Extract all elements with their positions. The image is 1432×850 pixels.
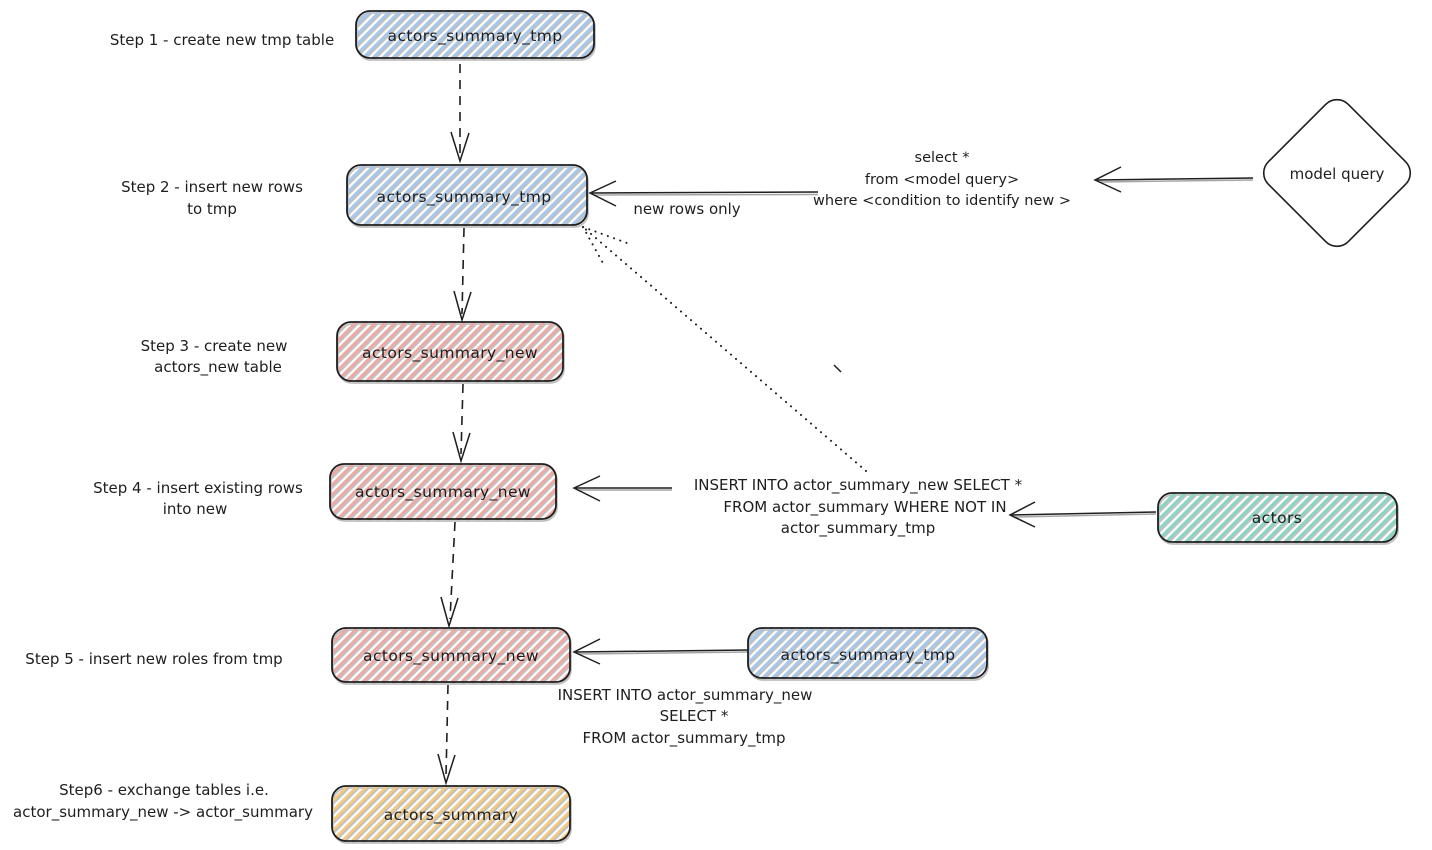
node-tmp-source[interactable]: [747, 627, 988, 679]
arrow-sql-to-step4: [572, 475, 672, 502]
node-actors-label: actors: [1252, 509, 1302, 527]
step4-group: Step 4 - insert existing rows into new a…: [93, 463, 557, 520]
arrow-new-rows-to-step2: [588, 180, 819, 207]
model-query-sql-line1: select *: [915, 150, 970, 166]
step2-label-line2: to tmp: [187, 200, 237, 218]
step5-label: Step 5 - insert new roles from tmp: [25, 650, 282, 668]
model-query-sql-line3: where <condition to identify new >: [813, 193, 1071, 209]
step1-group: Step 1 - create new tmp table actors_sum…: [110, 10, 595, 59]
dotted-arrow-sql-to-step2: [582, 226, 867, 472]
arrow-actors-to-sql: [1008, 501, 1157, 528]
node-step2-label: actors_summary_tmp: [377, 188, 552, 207]
model-query-group: model query: [1257, 93, 1417, 253]
step6-label-line2: actor_summary_new -> actor_summary: [13, 803, 313, 822]
node-step4-label: actors_summary_new: [355, 483, 531, 502]
model-query-sql-line2: from <model query>: [865, 172, 1019, 188]
arrow-step2-to-step3: [453, 227, 472, 323]
insert-missing-sql-text: INSERT INTO actor_summary_new SELECT * F…: [694, 476, 1023, 538]
step4-label-line1: Step 4 - insert existing rows: [93, 479, 303, 497]
step6-group: Step6 - exchange tables i.e. actor_summa…: [13, 781, 571, 842]
arrow-model-query-to-sql: [1093, 166, 1254, 193]
node-step5-label: actors_summary_new: [363, 647, 539, 666]
insert-missing-sql-line3: actor_summary_tmp: [781, 519, 935, 538]
insert-from-tmp-sql-line3: FROM actor_summary_tmp: [582, 729, 785, 748]
insert-from-tmp-sql-text: INSERT INTO actor_summary_new SELECT * F…: [558, 686, 813, 748]
step2-label-line1: Step 2 - insert new rows: [121, 178, 303, 196]
tmp-source-group: actors_summary_tmp: [747, 627, 988, 679]
model-query-label: model query: [1290, 165, 1385, 183]
stray-mark: [833, 364, 842, 373]
step6-label-line1: Step6 - exchange tables i.e.: [59, 781, 269, 799]
node-step6-actors-summary[interactable]: [331, 785, 571, 842]
arrow-tmp-to-step5: [572, 638, 749, 665]
new-rows-only-label: new rows only: [633, 200, 740, 218]
step3-group: Step 3 - create new actors_new table act…: [141, 321, 564, 382]
node-actors[interactable]: [1157, 492, 1398, 543]
node-tmp-source-label: actors_summary_tmp: [781, 646, 956, 665]
insert-from-tmp-sql-line2: SELECT *: [660, 707, 729, 725]
node-step3-label: actors_summary_new: [362, 344, 538, 363]
arrow-step1-to-step2: [450, 64, 470, 164]
arrow-step3-to-step4: [452, 383, 471, 464]
node-step1-label: actors_summary_tmp: [388, 27, 563, 46]
actors-group: actors: [1157, 492, 1398, 543]
insert-missing-sql-line2: FROM actor_summary WHERE NOT IN: [723, 498, 1006, 517]
node-step6-label: actors_summary: [384, 806, 519, 825]
node-step4-actors-summary-new[interactable]: [329, 463, 557, 520]
step2-group: Step 2 - insert new rows to tmp actors_s…: [121, 164, 588, 226]
node-step1-actors-summary-tmp[interactable]: [355, 10, 595, 59]
arrow-step4-to-step5: [440, 521, 459, 629]
node-step2-actors-summary-tmp[interactable]: [346, 164, 588, 226]
model-query-sql-text: select * from <model query> where <condi…: [813, 150, 1071, 209]
step3-label-line1: Step 3 - create new: [141, 337, 288, 355]
step4-label-line2: into new: [163, 500, 228, 518]
step3-label-line2: actors_new table: [154, 358, 282, 377]
node-step5-actors-summary-new[interactable]: [331, 627, 571, 683]
node-model-query-diamond[interactable]: [1257, 93, 1417, 253]
node-step3-actors-summary-new[interactable]: [336, 321, 564, 382]
insert-from-tmp-sql-line1: INSERT INTO actor_summary_new: [558, 686, 813, 705]
step5-group: Step 5 - insert new roles from tmp actor…: [25, 627, 571, 683]
insert-missing-sql-line1: INSERT INTO actor_summary_new SELECT *: [694, 476, 1023, 495]
step1-label: Step 1 - create new tmp table: [110, 31, 334, 49]
arrow-step5-to-step6: [437, 684, 456, 786]
